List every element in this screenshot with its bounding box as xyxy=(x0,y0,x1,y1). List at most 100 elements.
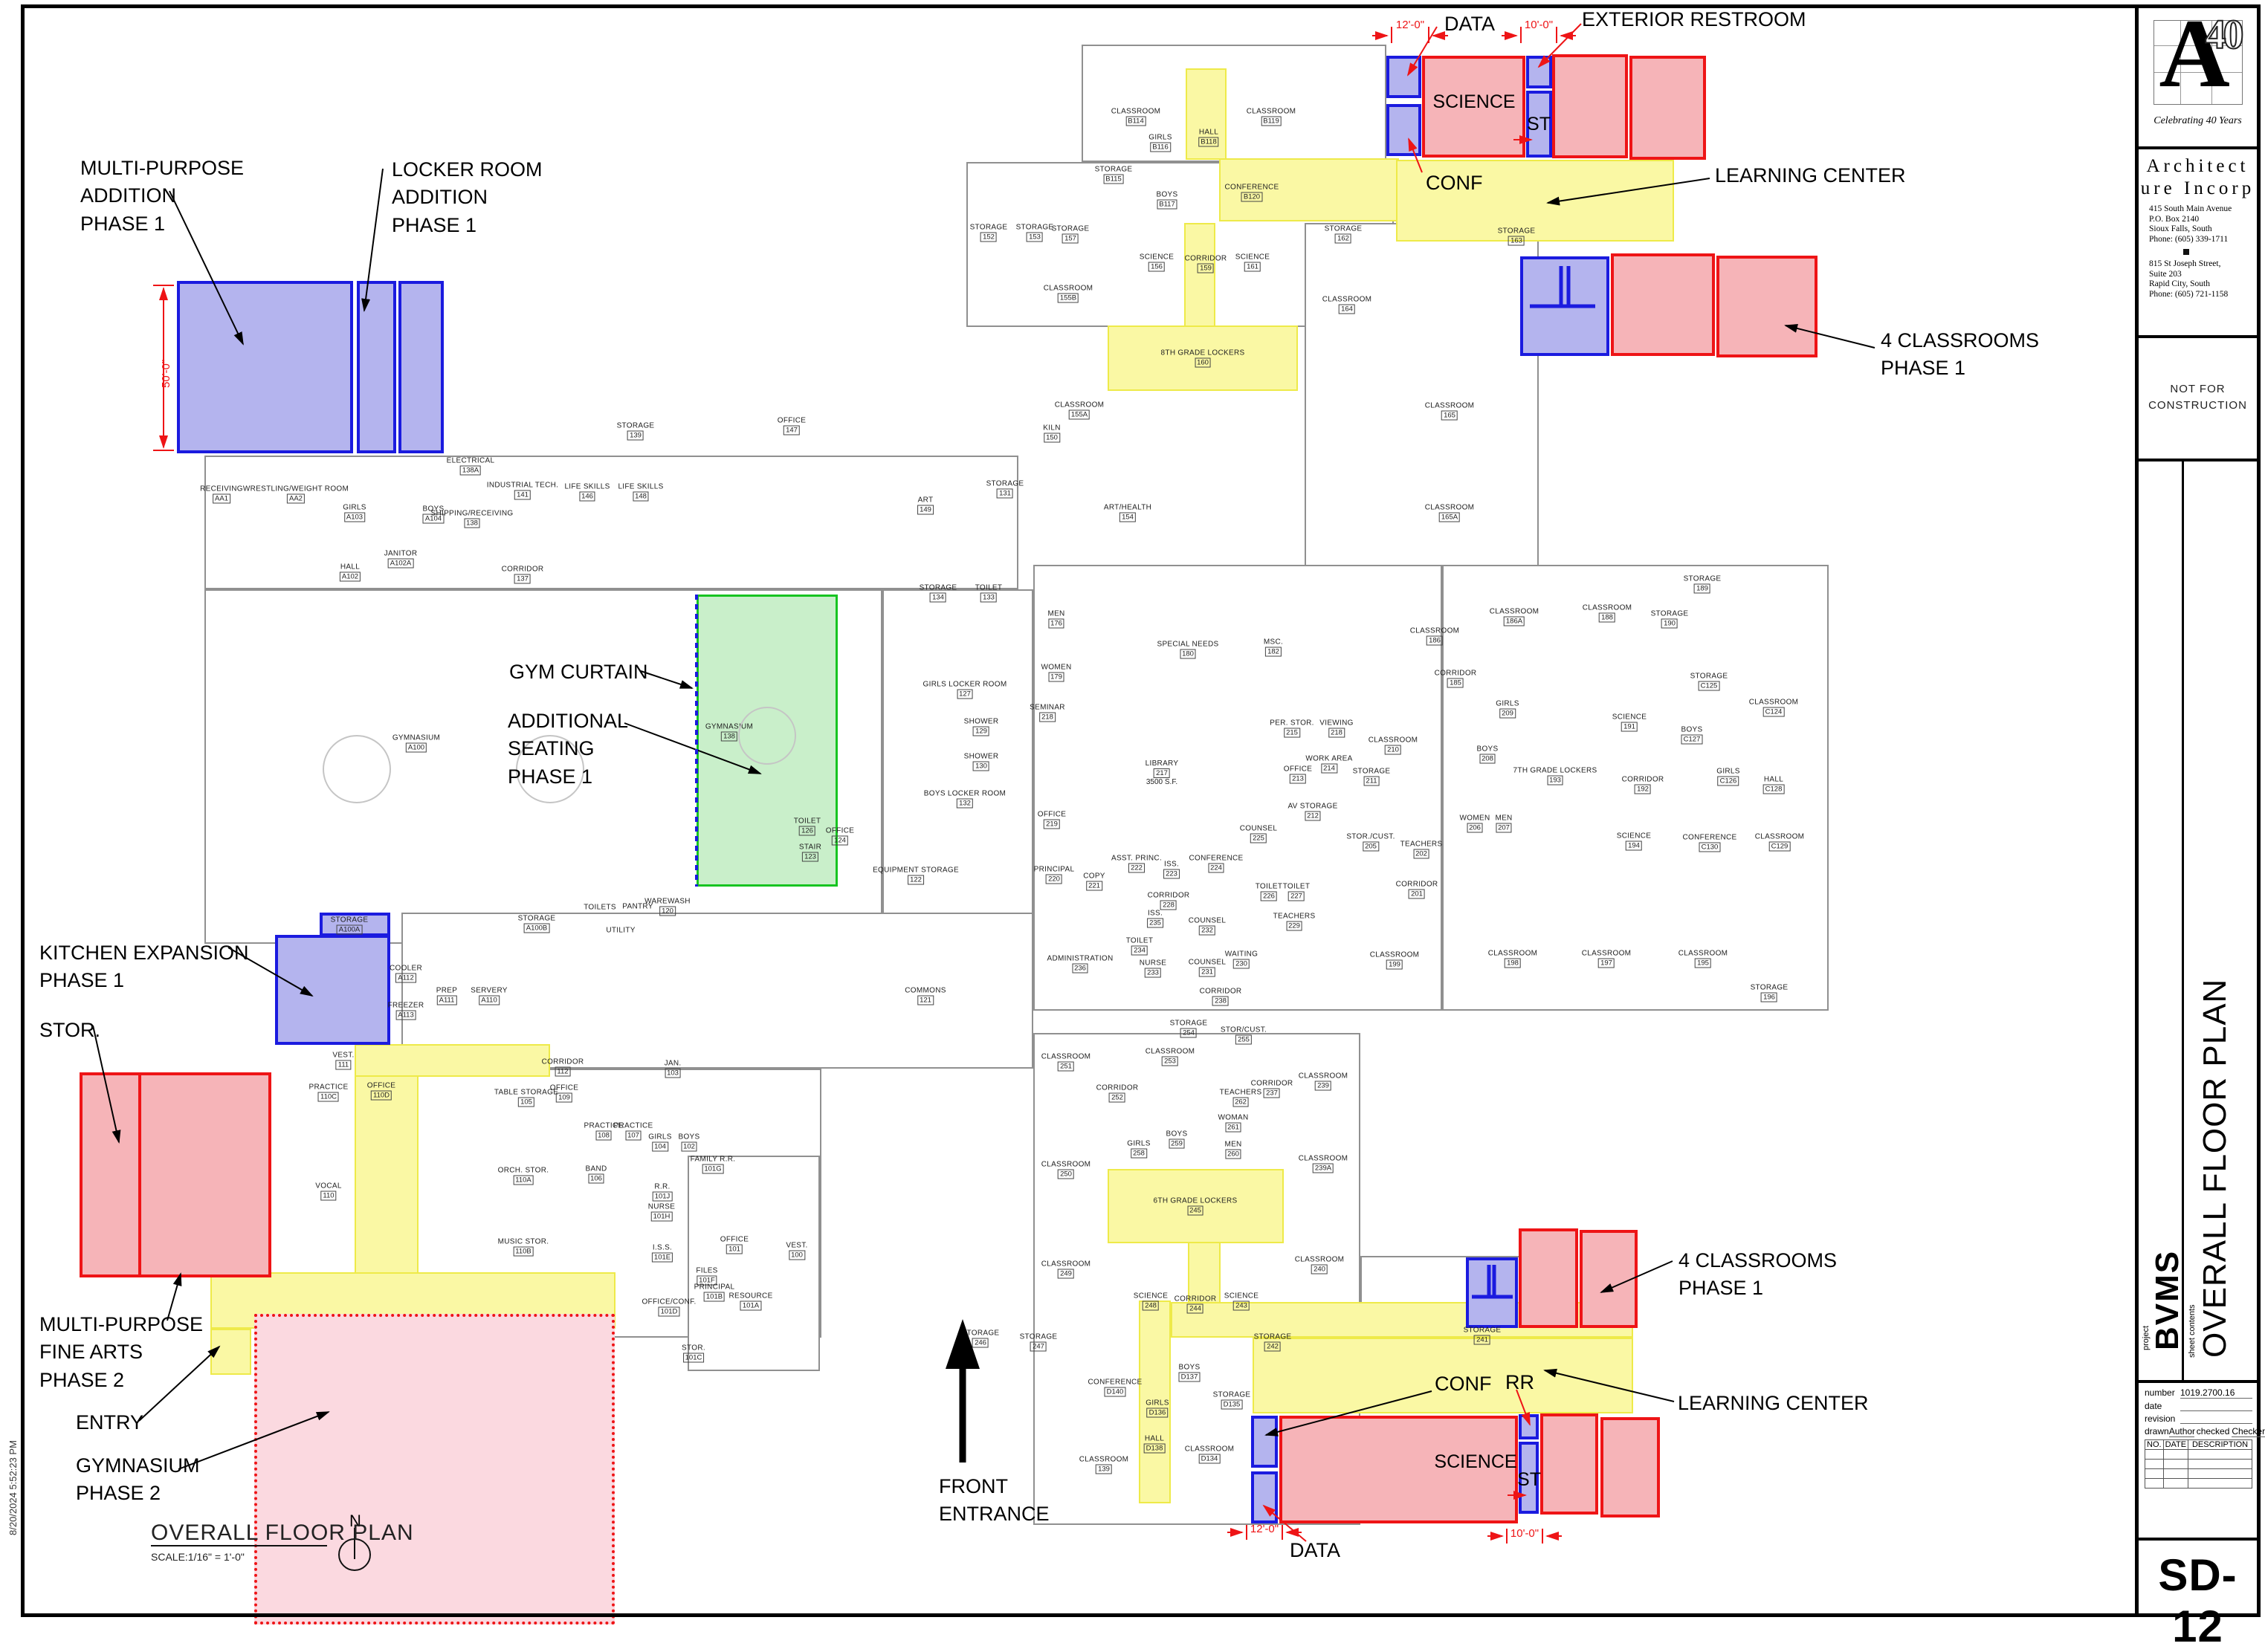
phase-zone-blue xyxy=(177,281,353,453)
phase-zone-blue xyxy=(1251,1471,1278,1523)
phase-zone-red xyxy=(1629,56,1706,160)
phase-zone-blue xyxy=(1386,104,1421,156)
phase-zone-yellow xyxy=(1186,68,1227,160)
phase-zone-red xyxy=(1611,253,1715,356)
building-block xyxy=(882,589,1033,916)
project-name: BVMS xyxy=(2149,1249,2185,1350)
annotation: CONF xyxy=(1435,1373,1492,1395)
room-label: PER. STOR.215 xyxy=(1270,719,1314,738)
project-number: 1019.2700.16 xyxy=(2180,1387,2252,1399)
building-block xyxy=(1305,223,1539,566)
phase-zone-blue xyxy=(398,281,444,453)
building-block xyxy=(401,913,1033,1069)
phase-zone-blue xyxy=(1386,56,1421,98)
sheet-number-box: SD-12 xyxy=(2139,1541,2257,1651)
room-label: VEST.111 xyxy=(332,1051,355,1070)
project-and-contents: project BVMS sheet contents OVERALL FLOO… xyxy=(2139,461,2257,1383)
phase-zone-red xyxy=(1552,54,1628,158)
annotation: DATA xyxy=(1290,1539,1341,1561)
phase-zone-red xyxy=(1580,1230,1638,1328)
phase-zone-redline xyxy=(138,1074,141,1276)
sheet-number: SD-12 xyxy=(2158,1550,2237,1651)
annotation: LEARNING CENTER xyxy=(1678,1392,1869,1414)
phase-zone-blue xyxy=(1526,56,1552,88)
room-label: OFFICE/CONF.101D xyxy=(642,1298,697,1317)
phase-zone-yellow xyxy=(1139,1300,1171,1503)
phase-zone-yellow xyxy=(355,1044,550,1077)
phase-zone-blue xyxy=(357,281,396,453)
room-label: FAMILY R.R.101G xyxy=(690,1155,736,1174)
room-label: ASST. PRINC.222 xyxy=(1111,854,1163,873)
room-label: UTILITY xyxy=(606,926,636,935)
annotation: LEARNING CENTER xyxy=(1715,164,1906,187)
room-label: ISS.235 xyxy=(1147,909,1163,928)
annotation: ST xyxy=(1517,1469,1541,1490)
annotation: ST xyxy=(1527,114,1551,135)
number-label: number xyxy=(2145,1387,2175,1398)
